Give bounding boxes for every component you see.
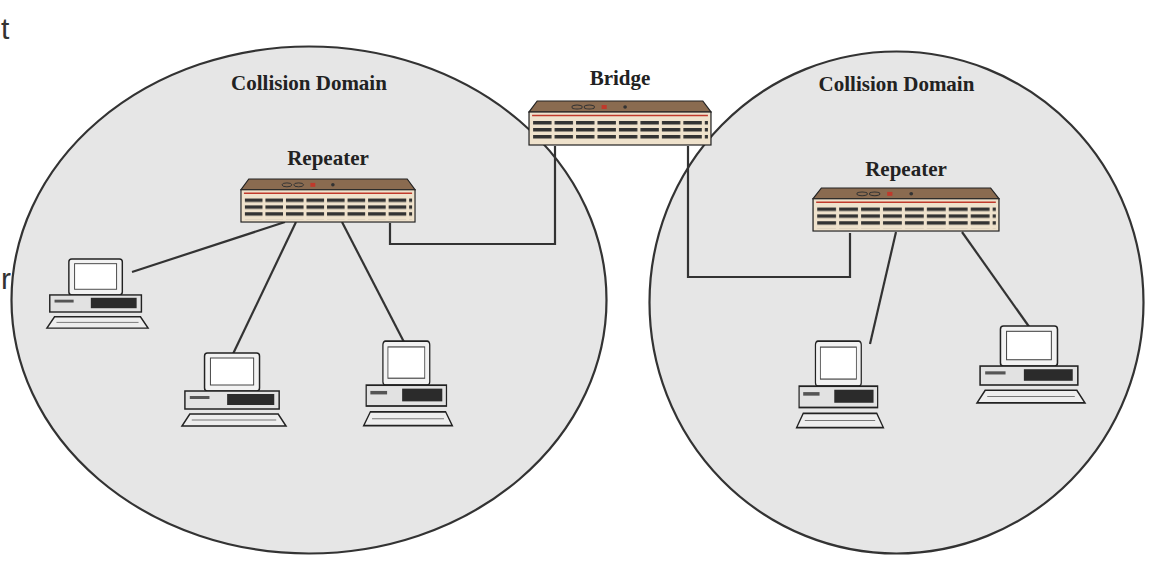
repeater-node: Repeater: [812, 157, 1000, 233]
bridge-label: Bridge: [528, 66, 712, 91]
collision-domain-outline: [10, 45, 608, 555]
repeater-label: Repeater: [812, 157, 1000, 182]
collision-domain-label: Collision Domain: [10, 71, 608, 96]
computer-wires: [132, 222, 1030, 356]
computer-icon: [364, 341, 453, 426]
collision-domain-label: Collision Domain: [648, 72, 1145, 97]
fragment-letter: r: [1, 262, 11, 296]
computer-icon: [182, 353, 286, 426]
bridge-device: [529, 101, 711, 145]
network-cable: [390, 146, 555, 244]
repeater-device: [813, 188, 999, 231]
computer-icon: [797, 341, 884, 427]
repeater-device: [241, 179, 415, 222]
fragment-letter: t: [1, 12, 9, 46]
collision-domain-node: Collision DomainRepeater: [648, 50, 1145, 555]
collision-domain-node: Collision DomainRepeater: [10, 45, 608, 555]
computer-icon: [977, 326, 1085, 403]
bridge-node: Bridge: [528, 66, 712, 146]
repeater-label: Repeater: [240, 146, 416, 171]
network-cable: [688, 146, 850, 277]
collision-domain-outline: [648, 50, 1145, 555]
computer-icon: [47, 259, 148, 328]
repeater-node: Repeater: [240, 146, 416, 223]
